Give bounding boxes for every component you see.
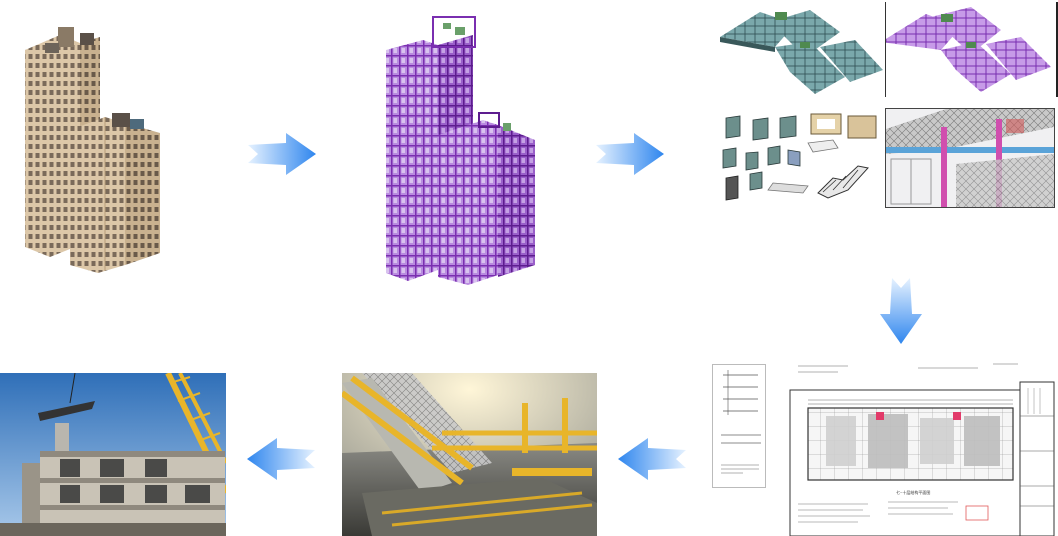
arrow-left-icon (247, 438, 315, 480)
floor-plate-teal-image (715, 2, 885, 97)
crane-site-assembly-icon (0, 373, 226, 536)
floor-plate-purple-image (885, 2, 1058, 97)
drawing-sheet-title: 七~十层结构平面图 (896, 489, 930, 495)
cad-detail-icon (721, 370, 761, 474)
arrow-right-2 (596, 133, 664, 175)
arrow-left-icon (618, 438, 686, 480)
cad-drawing-sheet-icon: 七~十层结构平面图 (789, 363, 1055, 536)
floor-plate-bim-icon (886, 7, 1051, 92)
bim-wireframe-tower-icon (386, 16, 535, 285)
precast-factory-line-icon (342, 373, 597, 536)
bim-model-image (383, 15, 538, 287)
drawing-sheet-main: 七~十层结构平面图 (778, 356, 1056, 536)
arrow-right-icon (248, 133, 316, 175)
arrow-left-1 (618, 438, 686, 480)
site-assembly-image (0, 373, 226, 536)
high-rise-building-render-icon (25, 27, 160, 273)
arrow-right-1 (248, 133, 316, 175)
arrow-right-icon (596, 133, 664, 175)
rebar-detail-image (885, 108, 1055, 208)
arrow-down (880, 278, 922, 344)
drawing-sheet-small (712, 364, 766, 488)
precast-parts-icon (722, 113, 877, 201)
floor-plate-components-icon (720, 10, 883, 94)
rebar-cage-icon (886, 109, 1054, 207)
arrow-down-icon (880, 278, 922, 344)
precast-components-image (718, 108, 883, 206)
arrow-left-2 (247, 438, 315, 480)
building-render-image (20, 25, 165, 275)
factory-image (342, 373, 597, 536)
